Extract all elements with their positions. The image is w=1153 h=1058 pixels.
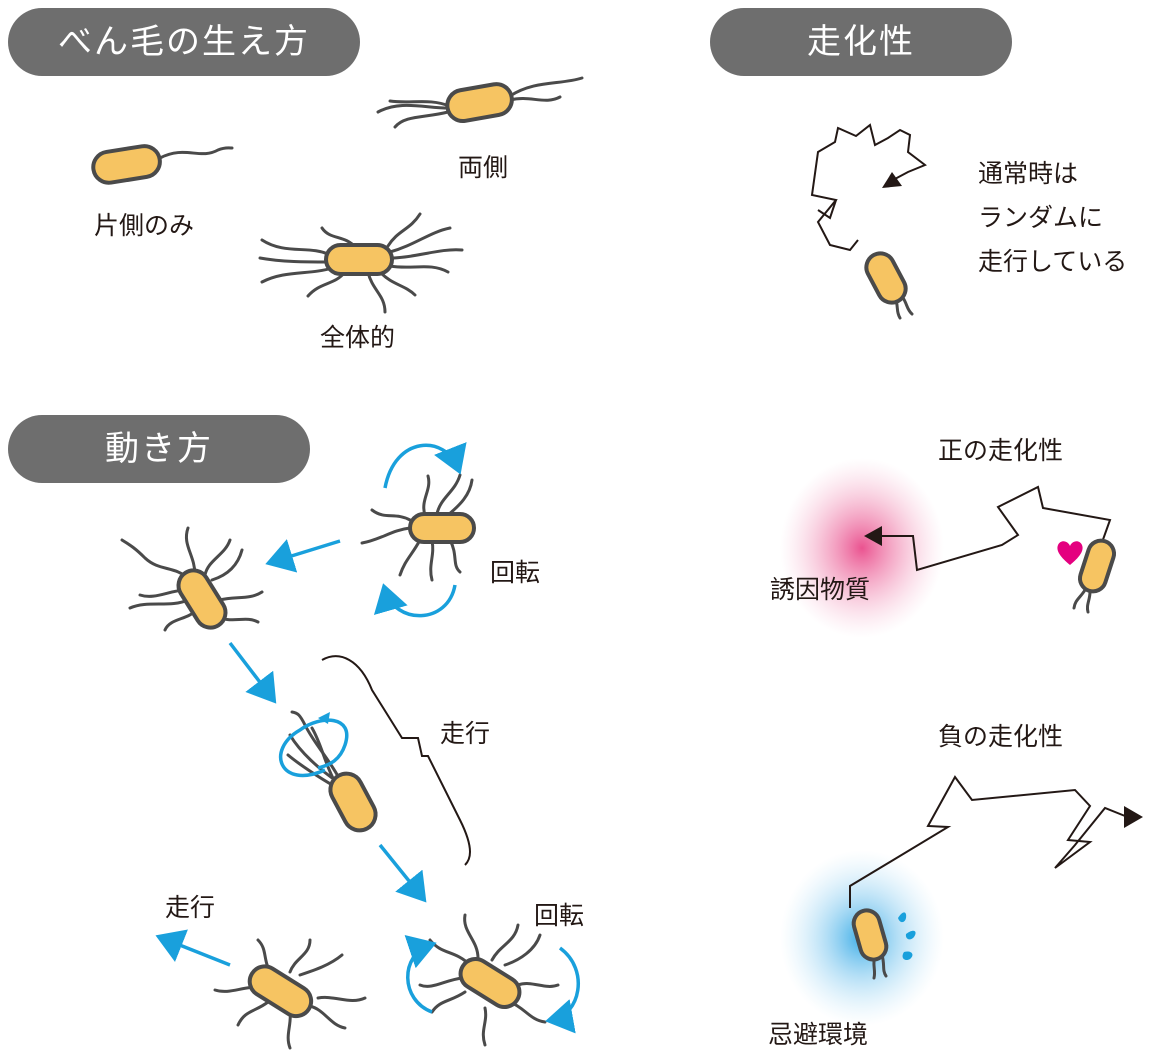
label-whole: 全体的 <box>320 323 396 352</box>
label-positive: 正の走化性 <box>938 436 1064 465</box>
label-one-side: 片側のみ <box>94 211 195 240</box>
random-walk-negative <box>849 775 1143 980</box>
bacterium-running-bottom <box>213 938 367 1050</box>
bacterium-one-side <box>91 144 234 185</box>
header-motion: 動き方 <box>8 415 310 483</box>
bacterium-whole <box>258 212 464 314</box>
bacterium-both-sides <box>376 76 584 129</box>
label-rotate-1: 回転 <box>490 558 541 587</box>
bacterium-tumbling <box>120 526 264 632</box>
random-walk-normal <box>810 123 927 320</box>
attractant-glow <box>780 458 944 638</box>
label-repellent: 忌避環境 <box>768 1020 869 1049</box>
header-taxis: 走化性 <box>710 8 1012 76</box>
label-normal-line2: ランダムに <box>978 203 1104 232</box>
label-attractant: 誘因物質 <box>770 575 871 604</box>
label-run-1: 走行 <box>440 719 491 748</box>
run-brace <box>321 655 471 866</box>
label-run-2: 走行 <box>165 893 216 922</box>
bacterium-running <box>286 710 378 833</box>
label-both-sides: 両側 <box>458 153 509 182</box>
random-walk-positive <box>864 485 1117 614</box>
label-rotate-2: 回転 <box>534 901 585 930</box>
label-normal-line3: 走行している <box>978 247 1128 276</box>
bacterium-rotating-bottom <box>418 913 560 1047</box>
bacterium-rotating-top <box>360 473 476 582</box>
header-flagella: べん毛の生え方 <box>8 8 360 76</box>
label-negative: 負の走化性 <box>938 722 1064 751</box>
label-normal-line1: 通常時は <box>978 159 1079 188</box>
